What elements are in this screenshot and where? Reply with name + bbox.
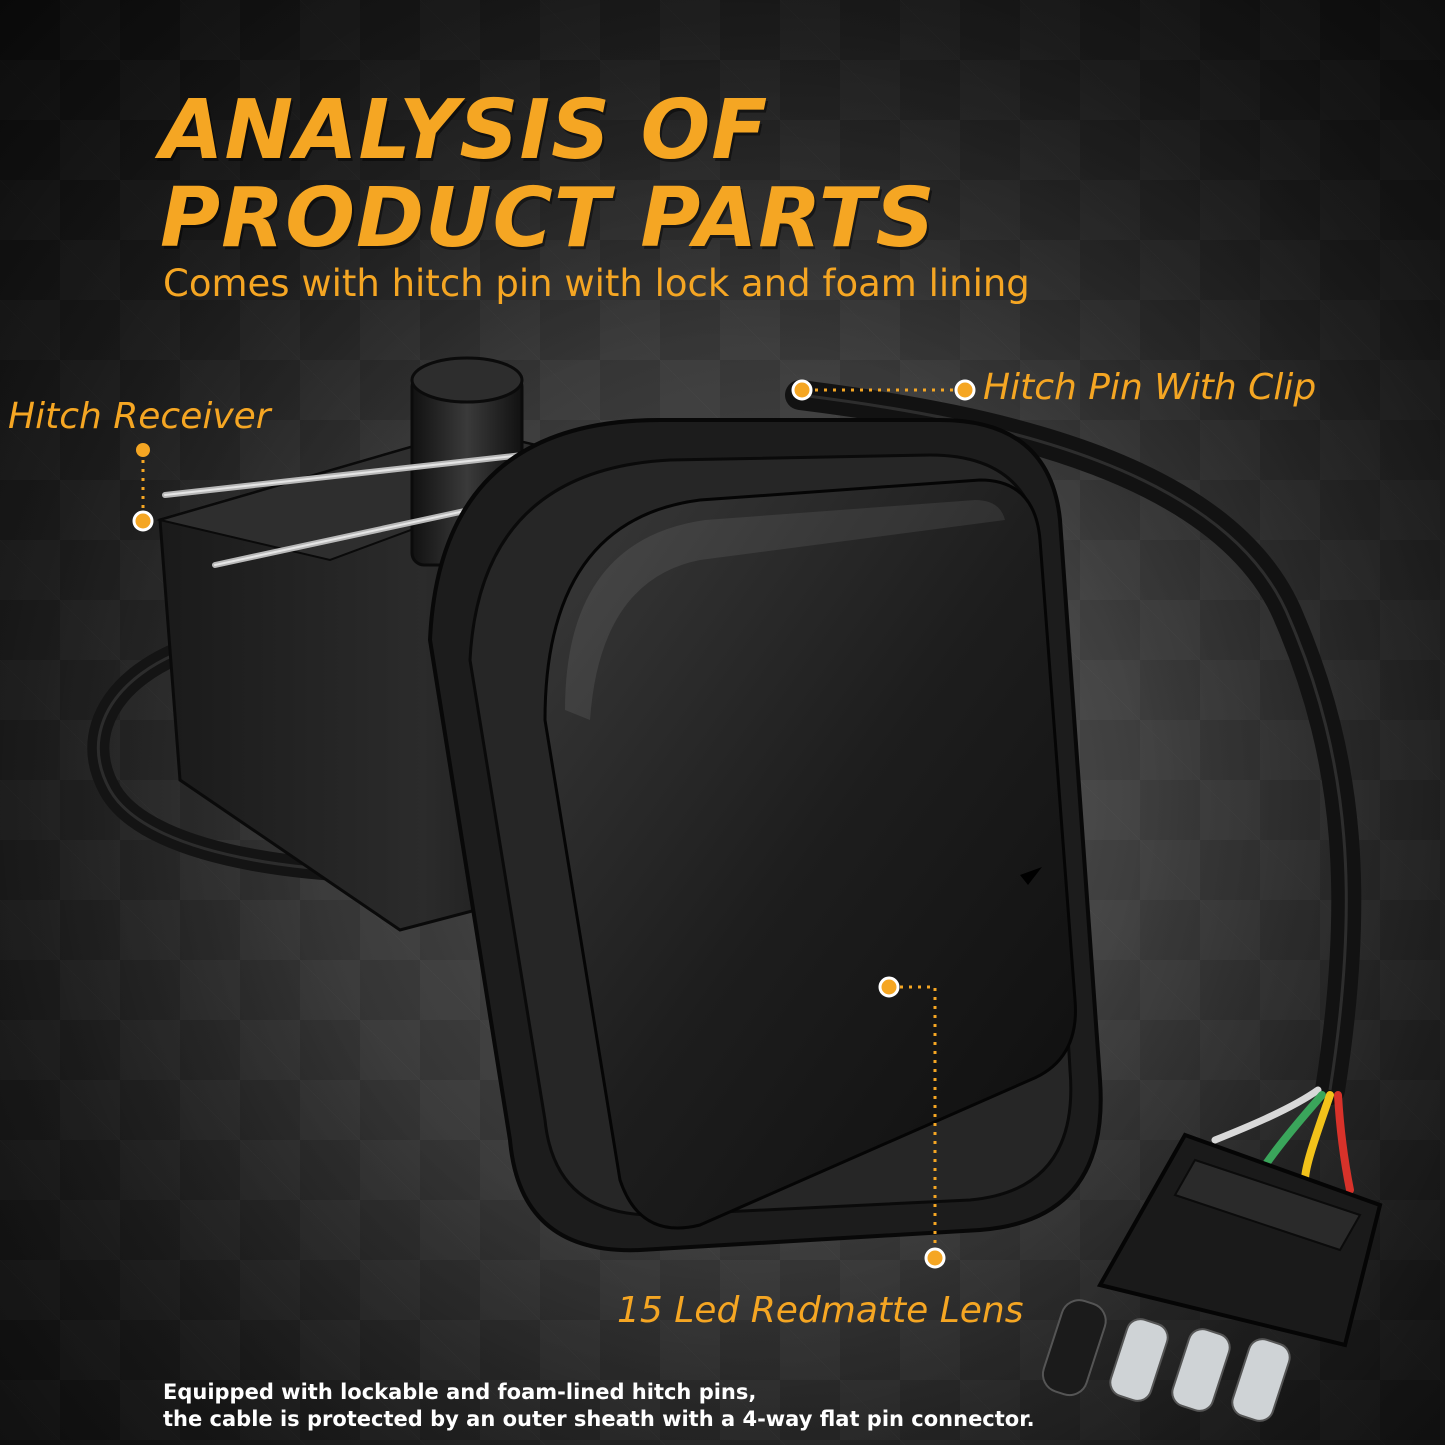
callout-led-lens: 15 Led Redmatte Lens (617, 1290, 1024, 1331)
callout-leader-hitch-receiver (132, 443, 154, 532)
title-line-1: ANALYSIS OF (160, 83, 769, 178)
connector-pins (1041, 1299, 1291, 1422)
four-way-flat-connector (1096, 1132, 1383, 1348)
callout-hitch-pin-with-clip: Hitch Pin With Clip (983, 367, 1317, 408)
callout-leader-led-lens (878, 976, 946, 1269)
subtitle: Comes with hitch pin with lock and foam … (163, 262, 1030, 305)
footer-line-2: the cable is protected by an outer sheat… (163, 1407, 1035, 1431)
wire-yellow (1301, 1091, 1334, 1184)
title-line-2: PRODUCT PARTS (160, 171, 936, 266)
lens-arrow-mark (1020, 867, 1042, 885)
led-lens (543, 478, 1077, 1230)
footer-line-1: Equipped with lockable and foam-lined hi… (163, 1380, 757, 1404)
wire-white (1211, 1086, 1322, 1144)
callout-hitch-receiver: Hitch Receiver (8, 396, 271, 437)
wire-red (1334, 1091, 1354, 1194)
callout-leader-hitch-pin (791, 379, 976, 401)
